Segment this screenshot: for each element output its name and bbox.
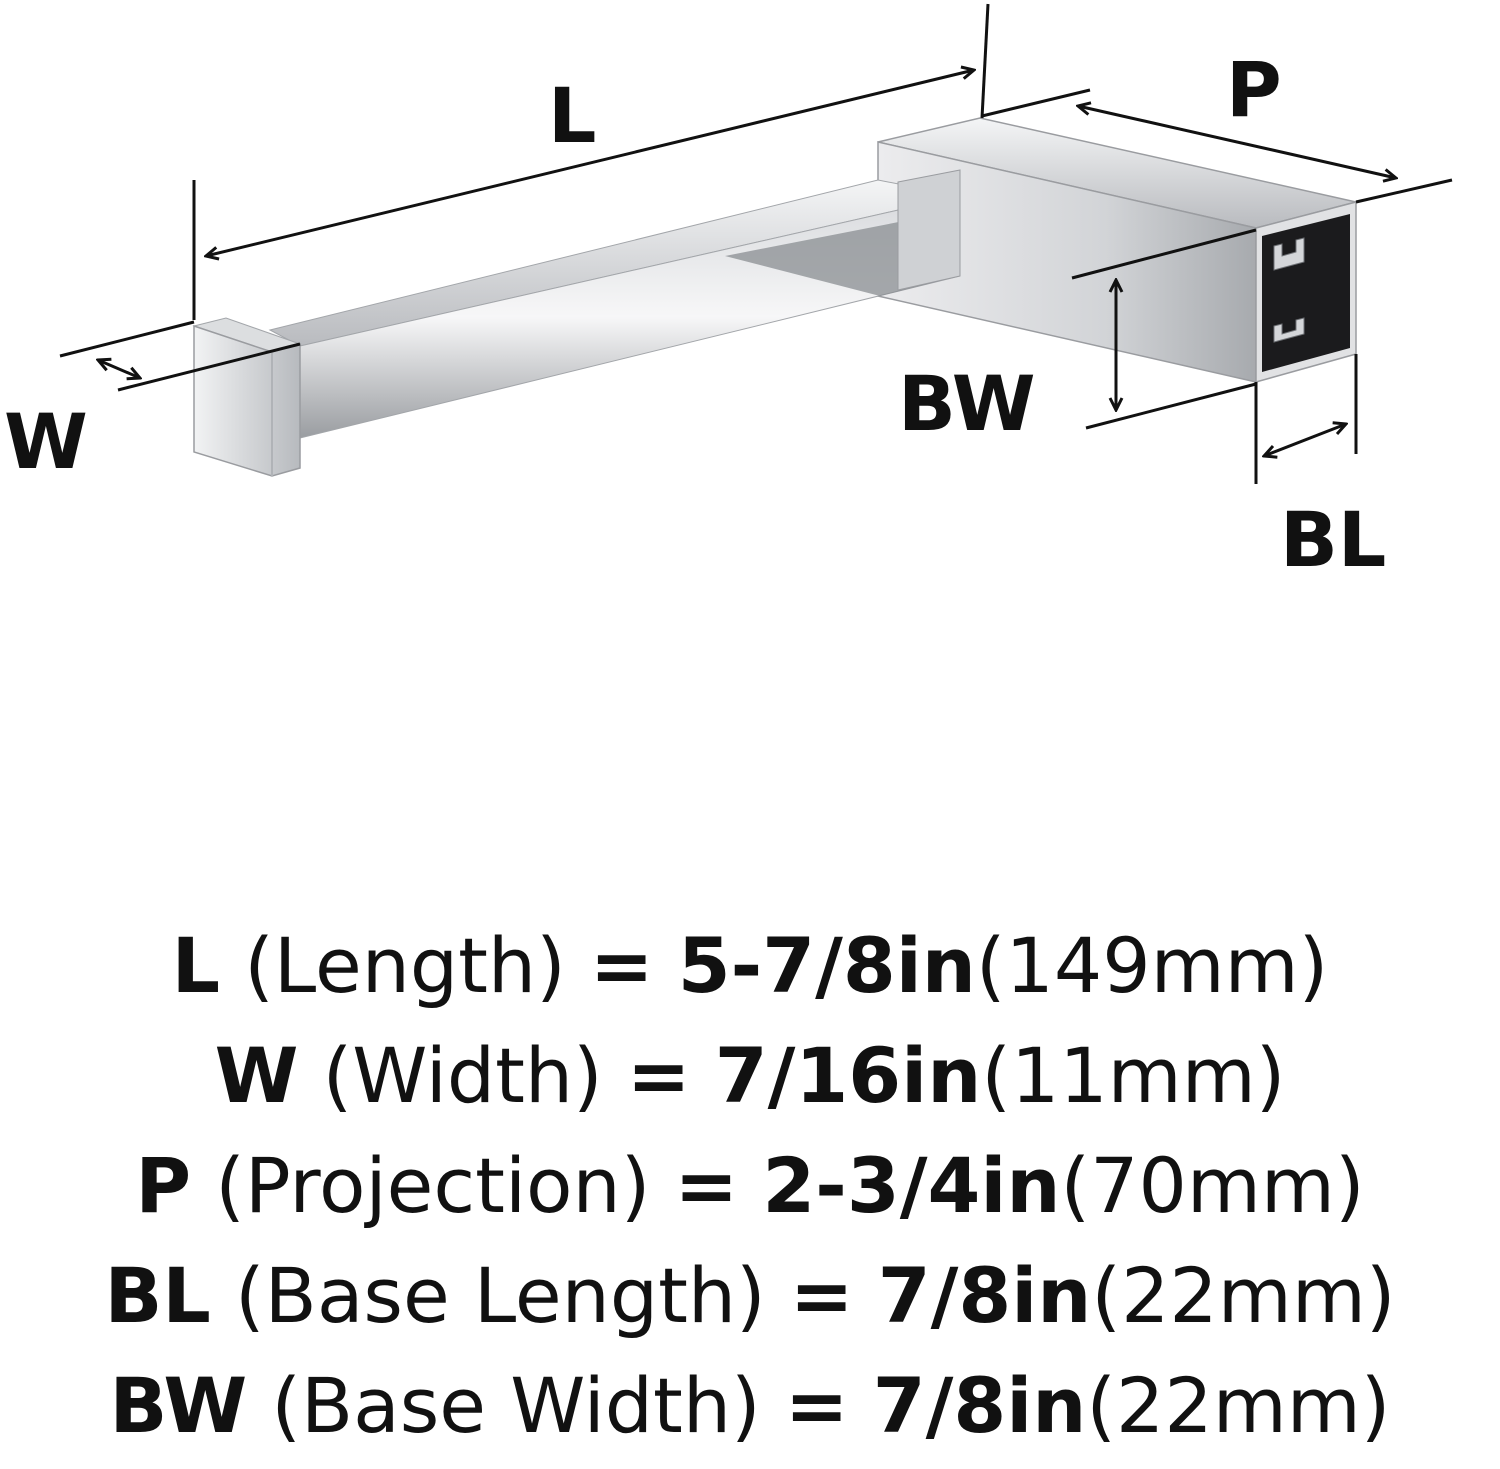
spec-name: (Length) — [244, 921, 566, 1010]
dimension-base-width: BW — [898, 228, 1257, 448]
label-p: P — [1226, 45, 1282, 134]
projection-extension-top — [981, 88, 1091, 118]
projection-arrow — [1078, 106, 1396, 178]
spec-imperial: 7/8in — [872, 1361, 1087, 1450]
spec-base-length: BL (Base Length) = 7/8in(22mm) — [0, 1258, 1500, 1334]
spec-equals: = — [789, 1251, 854, 1340]
spec-imperial: 5-7/8in — [677, 921, 976, 1010]
length-arrow — [206, 70, 974, 256]
dimension-width: W — [4, 320, 301, 486]
spec-code: BL — [104, 1251, 211, 1340]
spec-name: (Projection) — [215, 1141, 651, 1230]
spec-code: P — [135, 1141, 192, 1230]
width-extension-bottom — [117, 342, 301, 392]
spec-equals: = — [784, 1361, 849, 1450]
label-bw: BW — [898, 359, 1036, 448]
dimension-base-length: BL — [1254, 354, 1386, 584]
spec-code: L — [171, 921, 221, 1010]
spec-base-width: BW (Base Width) = 7/8in(22mm) — [0, 1368, 1500, 1444]
base-mounting-slot — [1262, 214, 1350, 372]
spec-name: (Base Width) — [271, 1361, 761, 1450]
arm-bar — [268, 169, 961, 439]
base-length-arrow — [1264, 424, 1346, 456]
spec-name: (Base Length) — [235, 1251, 766, 1340]
spec-imperial: 2-3/4in — [762, 1141, 1061, 1230]
base-width-extension-bottom — [1085, 382, 1257, 430]
spec-name: (Width) — [322, 1031, 603, 1120]
spec-equals: = — [674, 1141, 739, 1230]
spec-width: W (Width) = 7/16in(11mm) — [0, 1038, 1500, 1114]
spec-equals: = — [626, 1031, 691, 1120]
label-bl: BL — [1280, 495, 1386, 584]
spec-metric: (11mm) — [981, 1031, 1286, 1120]
spec-projection: P (Projection) = 2-3/4in(70mm) — [0, 1148, 1500, 1224]
dimension-projection: P — [981, 45, 1453, 204]
spec-code: W — [214, 1031, 299, 1120]
spec-length: L (Length) = 5-7/8in(149mm) — [0, 928, 1500, 1004]
width-extension-top — [59, 320, 195, 358]
dimension-length: L — [192, 3, 990, 320]
arm-collar — [897, 169, 961, 291]
extension-line-right — [980, 3, 990, 119]
end-cap — [192, 317, 302, 477]
label-l: L — [548, 71, 596, 160]
label-w: W — [4, 397, 88, 486]
width-arrow — [98, 360, 140, 378]
spec-metric: (70mm) — [1060, 1141, 1365, 1230]
spec-metric: (22mm) — [1091, 1251, 1396, 1340]
spec-equals: = — [589, 921, 654, 1010]
spec-code: BW — [109, 1361, 248, 1450]
spec-imperial: 7/8in — [877, 1251, 1092, 1340]
spec-imperial: 7/16in — [714, 1031, 982, 1120]
spec-metric: (149mm) — [975, 921, 1329, 1010]
base-clip-bottom — [1273, 317, 1305, 343]
spec-metric: (22mm) — [1086, 1361, 1391, 1450]
base-clip-top — [1273, 237, 1305, 271]
dimension-diagram: L P W BW BL — [4, 3, 1453, 584]
projection-extension-right — [1355, 178, 1453, 204]
base-width-extension-top — [1071, 228, 1257, 280]
